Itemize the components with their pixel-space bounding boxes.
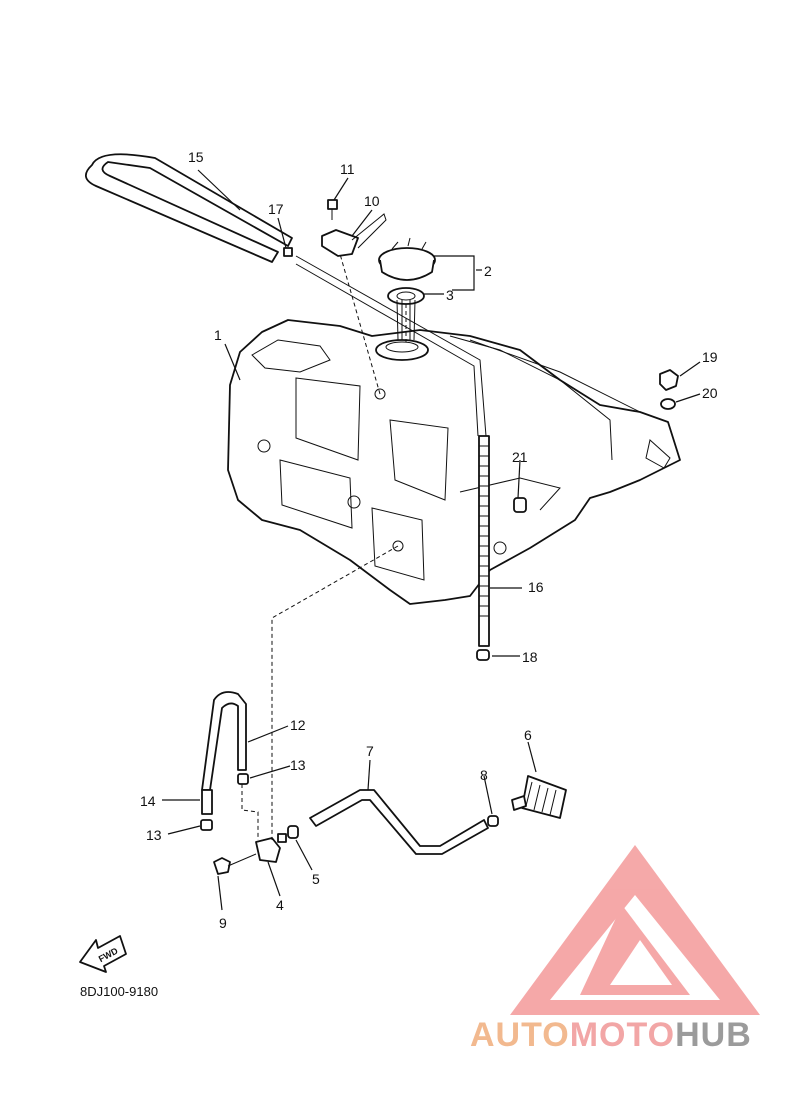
bolt <box>327 199 338 220</box>
callout-10: 10 <box>364 193 380 209</box>
callout-16: 16 <box>528 579 544 595</box>
callout-numbers: 1 2 3 4 5 6 7 8 9 10 11 12 13 13 14 15 1… <box>140 149 718 931</box>
fuel-cock <box>255 833 287 863</box>
cap-gasket-strainer <box>387 287 425 341</box>
fuel-tank <box>227 319 681 605</box>
callout-12: 12 <box>290 717 306 733</box>
callout-9: 9 <box>219 915 227 931</box>
callout-15: 15 <box>188 149 204 165</box>
callout-2: 2 <box>484 263 492 279</box>
collar <box>287 825 299 839</box>
callout-6: 6 <box>524 727 532 743</box>
watermark-part-hub: HUB <box>675 1016 752 1054</box>
callout-20: 20 <box>702 385 718 401</box>
callout-18: 18 <box>522 649 538 665</box>
hose-bracket <box>321 213 387 257</box>
leader-lines <box>162 169 701 911</box>
fwd-arrow: FWD <box>79 935 127 973</box>
fuel-hose-12 <box>201 691 247 791</box>
callout-3: 3 <box>446 287 454 303</box>
callout-13-upper: 13 <box>290 757 306 773</box>
watermark-wordmark: AUTOMOTOHUB <box>470 1016 752 1055</box>
watermark-part-moto: MOTO <box>569 1016 676 1054</box>
damper <box>513 497 527 513</box>
cock-bolt <box>213 853 257 875</box>
fuel-cap <box>378 237 436 281</box>
watermark-logo <box>510 845 760 1015</box>
callout-19: 19 <box>702 349 718 365</box>
nut <box>659 369 679 391</box>
drain-hose <box>476 435 490 661</box>
fuel-hose-14 <box>201 789 213 815</box>
callout-21: 21 <box>512 449 528 465</box>
washer <box>660 398 676 410</box>
callout-7: 7 <box>366 743 374 759</box>
callout-8: 8 <box>480 767 488 783</box>
fuel-pipe <box>309 789 489 855</box>
callout-17: 17 <box>268 201 284 217</box>
watermark-part-auto: AUTO <box>470 1016 570 1054</box>
hose-clip-13-upper <box>237 773 249 785</box>
fuel-filter <box>511 775 567 819</box>
callout-4: 4 <box>276 897 284 913</box>
connection-lines <box>241 253 407 840</box>
callout-14: 14 <box>140 793 156 809</box>
callout-13-lower: 13 <box>146 827 162 843</box>
hose-clip-13-lower <box>200 819 213 831</box>
diagram-code: 8DJ100-9180 <box>80 984 159 999</box>
callout-1: 1 <box>214 327 222 343</box>
hose-clip <box>283 247 293 257</box>
callout-11: 11 <box>340 161 355 177</box>
filter-clip <box>487 815 499 827</box>
breather-hose <box>85 153 487 437</box>
callout-5: 5 <box>312 871 320 887</box>
